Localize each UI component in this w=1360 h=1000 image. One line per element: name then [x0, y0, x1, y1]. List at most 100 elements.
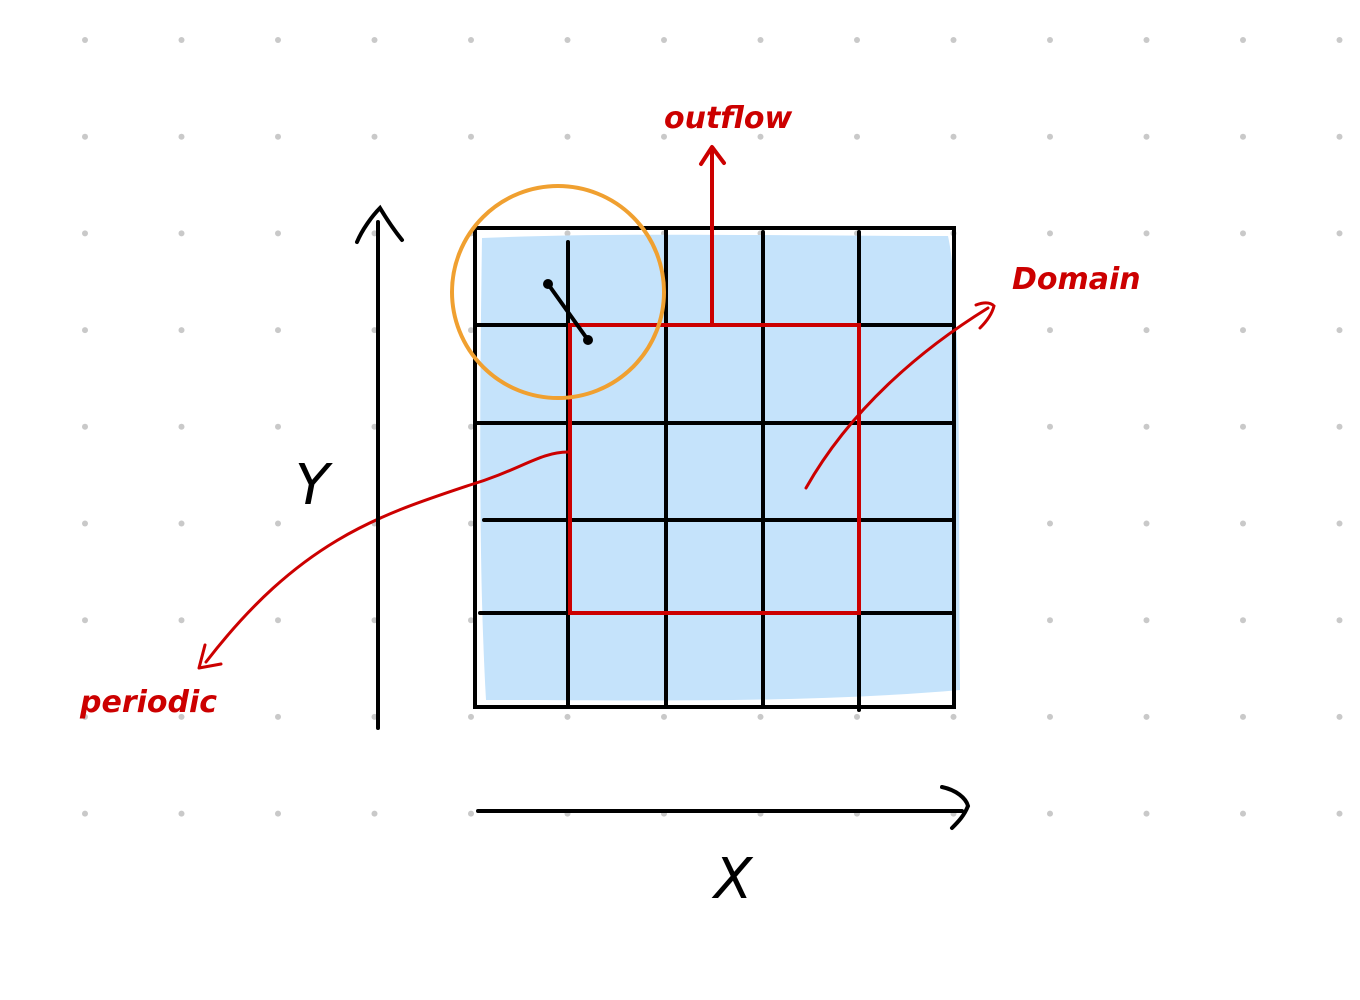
background-dot: [854, 133, 860, 140]
background-dot: [275, 327, 281, 334]
x-axis-label: X: [711, 847, 754, 912]
background-dot: [371, 37, 378, 43]
vector-end-point: [583, 335, 593, 345]
background-dot: [1047, 230, 1053, 237]
background-dot: [82, 810, 88, 817]
background-dot: [854, 37, 860, 43]
background-dot: [1240, 617, 1246, 624]
background-dot: [1143, 810, 1150, 817]
background-dot: [1047, 520, 1053, 527]
background-dot: [564, 230, 571, 237]
domain-boundary: [568, 323, 861, 615]
background-dot: [1143, 37, 1150, 43]
background-dot: [1240, 133, 1246, 140]
background-dot: [1240, 230, 1246, 237]
background-dot: [1143, 423, 1150, 430]
background-dot: [468, 617, 474, 624]
background-dot: [1336, 230, 1343, 237]
background-dot: [1047, 713, 1053, 720]
background-dot: [275, 810, 281, 817]
background-dot: [371, 133, 378, 140]
vector-start-point: [543, 279, 553, 289]
background-dot: [1143, 327, 1150, 334]
background-dot: [1047, 617, 1053, 624]
background-dot: [661, 37, 667, 43]
outflow-label: outflow: [664, 101, 793, 136]
background-dot: [1336, 810, 1343, 817]
periodic-label: periodic: [79, 685, 217, 720]
background-dot: [82, 230, 88, 237]
background-dot: [757, 713, 764, 720]
periodic-pointer-arrowhead: [197, 643, 223, 670]
background-dot: [275, 423, 281, 430]
background-dot: [178, 327, 185, 334]
background-dot: [1240, 423, 1246, 430]
highlight-circle: [450, 184, 666, 400]
background-dot: [564, 713, 571, 720]
background-dot: [468, 520, 474, 527]
background-dot: [1047, 423, 1053, 430]
background-dot: [564, 37, 571, 43]
vector-segment: [543, 279, 593, 345]
background-dot: [178, 230, 185, 237]
background-dot: [178, 133, 185, 140]
background-dot: [1143, 133, 1150, 140]
background-dot: [1047, 327, 1053, 334]
background-dot: [275, 133, 281, 140]
domain-pointer-arrowhead: [974, 301, 996, 330]
periodic-pointer-arrow: [204, 450, 570, 664]
background-dot: [82, 37, 88, 43]
background-dot: [1336, 520, 1343, 527]
background-dot: [1047, 37, 1053, 43]
y-axis-arrowhead: [355, 204, 404, 244]
background-dot: [468, 713, 474, 720]
background-dot: [468, 810, 474, 817]
background-dot: [854, 713, 860, 720]
background-dot: [178, 713, 185, 720]
background-dot: [1240, 713, 1246, 720]
outflow-arrowhead: [699, 145, 726, 166]
background-dot: [468, 133, 474, 140]
background-dot: [1143, 713, 1150, 720]
background-dot: [1143, 520, 1150, 527]
background-dot: [950, 133, 957, 140]
background-dot: [468, 423, 474, 430]
background-dot: [178, 37, 185, 43]
background-dot: [1143, 230, 1150, 237]
background-dot: [275, 230, 281, 237]
background-dot: [82, 713, 88, 720]
background-dot: [564, 133, 571, 140]
background-dot: [1336, 133, 1343, 140]
background-dot: [178, 617, 185, 624]
background-dot: [178, 810, 185, 817]
background-dot: [275, 37, 281, 43]
background-dot: [82, 327, 88, 334]
background-dot: [1240, 520, 1246, 527]
domain-label: Domain: [1012, 262, 1141, 297]
background-dot: [275, 617, 281, 624]
x-axis-arrowhead: [940, 785, 971, 830]
grid-outer-border: [473, 226, 956, 709]
background-dot: [1240, 327, 1246, 334]
background-dot: [757, 133, 764, 140]
background-dot: [275, 520, 281, 527]
background-dot: [1240, 810, 1246, 817]
background-dot: [1336, 327, 1343, 334]
background-dot: [1047, 810, 1053, 817]
background-dot: [468, 37, 474, 43]
y-axis-label: Y: [295, 453, 333, 518]
background-dot: [1336, 423, 1343, 430]
background-dot: [1240, 37, 1246, 43]
background-dot: [82, 423, 88, 430]
background-dot: [371, 810, 378, 817]
background-dot: [1143, 617, 1150, 624]
background-dot: [178, 423, 185, 430]
background-dot: [468, 327, 474, 334]
background-dot: [275, 713, 281, 720]
background-dot: [1336, 617, 1343, 624]
background-dot: [950, 37, 957, 43]
background-dot: [661, 713, 667, 720]
background-dot: [661, 133, 667, 140]
background-dot: [82, 617, 88, 624]
